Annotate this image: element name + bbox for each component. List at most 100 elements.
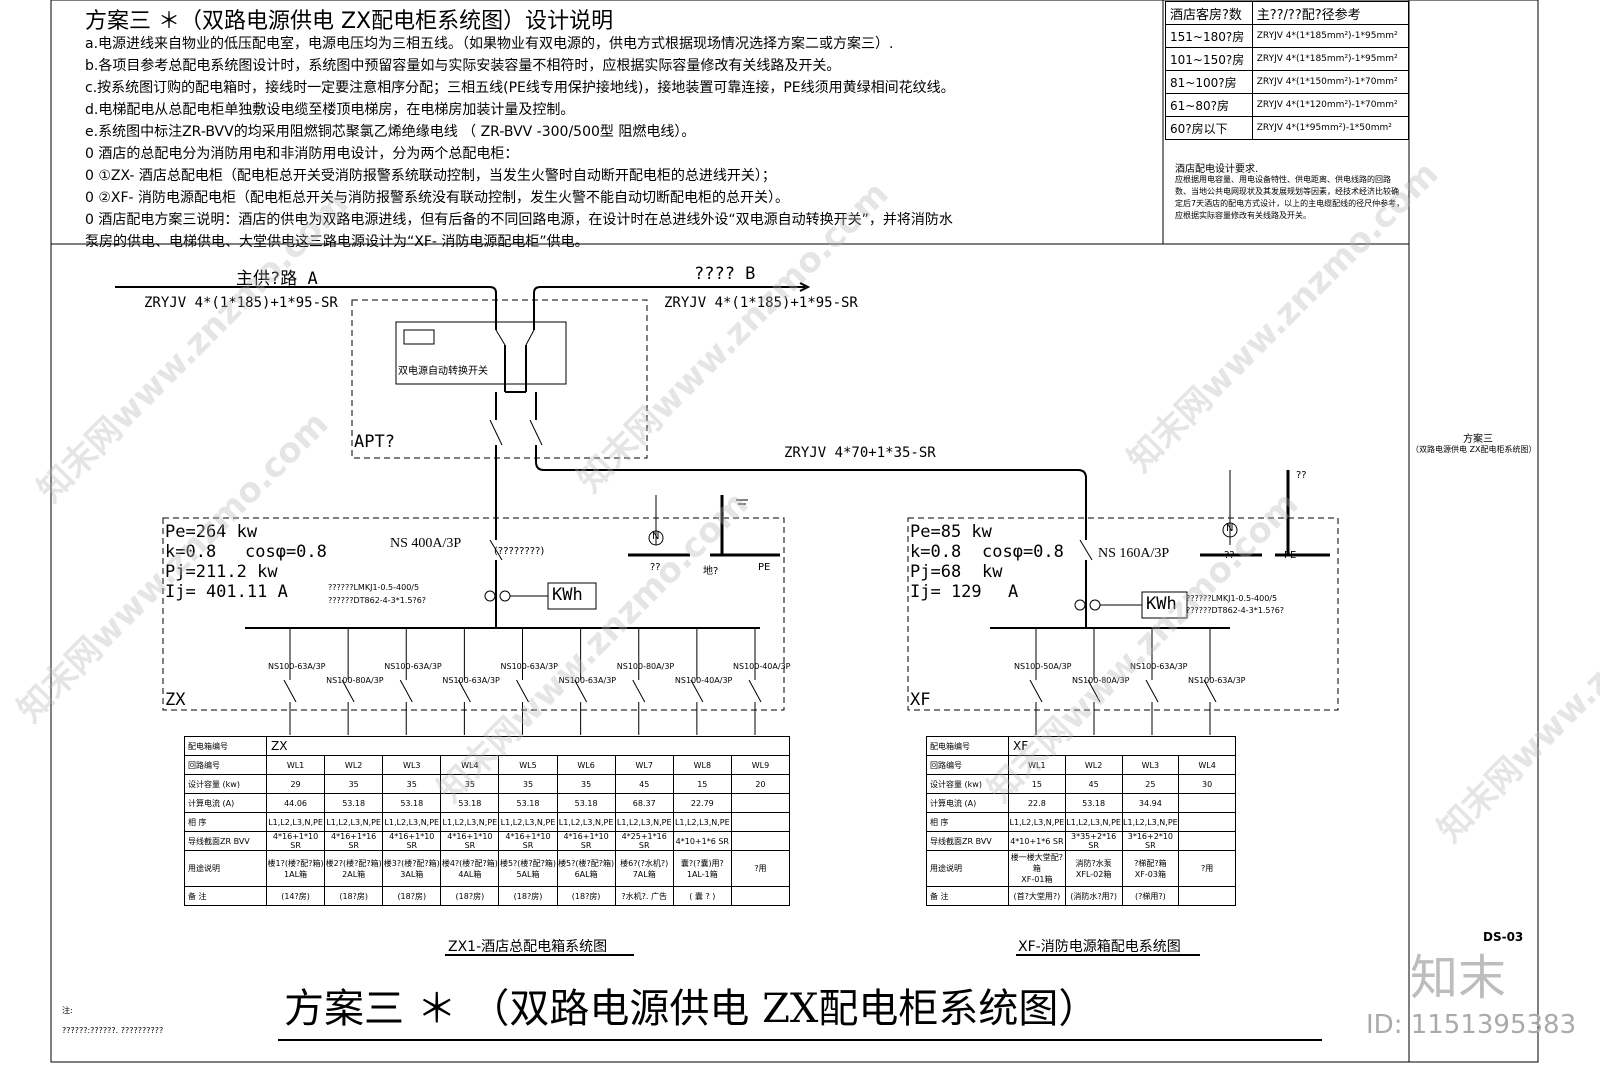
- circuit-cell: WL2: [1064, 755, 1123, 775]
- circuit-cell: (18?房): [382, 886, 442, 906]
- xf-ct: ??????LMKJ1-0.5-400/5: [1186, 594, 1278, 603]
- circuit-cell: (消防水?用?): [1064, 886, 1123, 906]
- circuit-cell: (18?房): [440, 886, 500, 906]
- circuit-cell: L1,L2,L3,N,PE: [1008, 812, 1066, 832]
- xf-tag: XF: [910, 690, 931, 710]
- zx-breaker-note: (????????): [494, 546, 545, 557]
- circuit-row: 用途说明楼一楼大堂配?箱 XF-01箱消防?水泵 XFL-02箱?梯配?箱 XF…: [926, 850, 1236, 887]
- zx-pe: Pe=264 kw: [165, 522, 258, 542]
- circuit-cell: WL1: [265, 755, 326, 775]
- circuit-cell: 29: [265, 774, 326, 794]
- circuit-cell: 35: [324, 774, 384, 794]
- circuit-cell: 68.37: [614, 793, 674, 813]
- circuit-cell: L1,L2,L3,N,PE: [265, 812, 326, 832]
- side-label-1: 方案三: [1463, 434, 1493, 445]
- sel-cable-cell: ZRYJV 4*(1*120mm²)-1*70mm²: [1251, 93, 1410, 117]
- branch-breaker-label: NS100-63A/3P: [268, 662, 326, 671]
- sel-header-rooms: 酒店客房?数: [1165, 1, 1253, 25]
- circuit-cell: 4*10+1*6 SR: [672, 831, 732, 851]
- branch-line: [1145, 679, 1159, 703]
- circuit-row-label: 导线截面ZR BVV: [184, 831, 267, 851]
- xf-table-caption: XF-消防电源箱配电系统图: [1018, 939, 1181, 955]
- circuit-cell: (首?大堂用?): [1008, 886, 1066, 906]
- circuit-cell: 4*16+1*10 SR: [440, 831, 500, 851]
- brand-mark: 知末: [1410, 950, 1507, 1006]
- design-note: 0 酒店配电方案三说明：酒店的供电为双路电源进线，但有后备的不同回路电源，在设计…: [85, 212, 953, 228]
- circuit-cell: [730, 793, 791, 813]
- branch-breaker-label: NS100-80A/3P: [1072, 676, 1130, 685]
- circuit-cell: 楼3?(楼?配?箱) 3AL箱: [382, 850, 442, 887]
- circuit-cell: WL7: [614, 755, 674, 775]
- branch-line: [457, 679, 471, 703]
- branch-line: [690, 679, 704, 703]
- sel-rooms-cell: 151~180?房: [1165, 24, 1253, 48]
- design-note: 泵房的供电、电梯供电、大堂供电这三路电源设计为“XF- 消防电源配电柜”供电。: [85, 234, 589, 250]
- branch-breaker-label: NS100-80A/3P: [326, 676, 384, 685]
- circuit-cell: L1,L2,L3,N,PE: [324, 812, 384, 832]
- branch-breaker-label: NS100-63A/3P: [1188, 676, 1246, 685]
- zx-panel-box: [162, 517, 785, 711]
- circuit-cell: 楼5?(楼?配?箱) 5AL箱: [498, 850, 558, 887]
- circuit-cell: (18?房): [498, 886, 558, 906]
- circuit-cell: 4*25+1*16 SR: [614, 831, 674, 851]
- circuit-row-label: 备 注: [926, 886, 1009, 906]
- circuit-cell: 3*16+2*10 SR: [1121, 831, 1180, 851]
- apt-dashed-box: [351, 299, 648, 459]
- branch-breaker-label: NS100-40A/3P: [674, 676, 733, 685]
- circuit-row: 备 注(14?房)(18?房)(18?房)(18?房)(18?房)(18?房)?…: [184, 886, 791, 906]
- circuit-cell: [1178, 831, 1236, 851]
- branch-line: [1203, 679, 1217, 703]
- circuit-cell: ?用: [730, 850, 791, 887]
- circuit-row-label: 回路编号: [184, 755, 267, 775]
- circuit-cell: L1,L2,L3,N,PE: [556, 812, 616, 832]
- design-note: 0 ②XF- 消防电源配电柜（配电柜总开关与消防报警系统没有联动控制，发生火警不…: [85, 190, 790, 206]
- ats-label: 双电源自动转换开关: [398, 366, 488, 377]
- sel-cable-cell: ZRYJV 4*(1*95mm²)-1*50mm²: [1251, 116, 1410, 140]
- circuit-row-label: 设计容量 (kw): [184, 774, 267, 794]
- circuit-cell: [730, 812, 791, 832]
- circuit-cell: WL6: [556, 755, 616, 775]
- circuit-cell: 楼1?(楼?配?箱) 1AL箱: [265, 850, 326, 887]
- zx-branch-circuits: [283, 628, 762, 735]
- circuit-cell: 53.18: [324, 793, 384, 813]
- source-b-line: [533, 282, 811, 330]
- circuit-cell: L1,L2,L3,N,PE: [672, 812, 732, 832]
- circuit-cell: 53.18: [1064, 793, 1123, 813]
- branch-breaker-label: NS100-50A/3P: [1014, 662, 1072, 671]
- circuit-cell: 楼一楼大堂配?箱 XF-01箱: [1008, 850, 1066, 887]
- branch-line: [632, 679, 646, 703]
- circuit-row-label: 相 序: [926, 812, 1009, 832]
- circuit-cell: ( 囊 ? ): [672, 886, 732, 906]
- source-b-label: ???? B: [694, 264, 756, 284]
- design-note: 0 酒店的总配电分为消防用电和非消防用电设计，分为两个总配电柜：: [85, 146, 519, 162]
- xf-ij: Ij= 129: [910, 582, 982, 602]
- circuit-cell: L1,L2,L3,N,PE: [1064, 812, 1123, 832]
- circuit-cell: (18?房): [556, 886, 616, 906]
- branch-line: [1087, 679, 1101, 703]
- zx-cos: cosφ=0.8: [245, 542, 327, 562]
- circuit-cell: 4*16+1*10 SR: [265, 831, 326, 851]
- circuit-cell: (18?房): [324, 886, 384, 906]
- circuit-cell: 30: [1178, 774, 1236, 794]
- sel-rooms-cell: 61~80?房: [1165, 93, 1253, 117]
- xf-kwh: KWh: [1146, 594, 1177, 614]
- circuit-cell: (?梯用?): [1121, 886, 1180, 906]
- cable-a-label: ZRYJV 4*(1*185)+1*95-SR: [144, 295, 338, 311]
- xf-pj-unit: kw: [982, 562, 1003, 582]
- branch-line: [1029, 679, 1043, 703]
- circuit-row-label: 配电箱编号: [184, 736, 267, 756]
- circuit-row-label: 计算电流 (A): [184, 793, 267, 813]
- sel-cable-cell: ZRYJV 4*(1*185mm²)-1*95mm²: [1251, 24, 1410, 48]
- circuit-cell: 4*16+1*10 SR: [498, 831, 558, 851]
- xf-n-symbol: N: [1226, 523, 1234, 534]
- circuit-cell: 20: [730, 774, 791, 794]
- circuit-cell: 消防?水泵 XFL-02箱: [1064, 850, 1123, 887]
- circuit-cell: [1178, 812, 1236, 832]
- xf-k: k=0.8: [910, 542, 962, 562]
